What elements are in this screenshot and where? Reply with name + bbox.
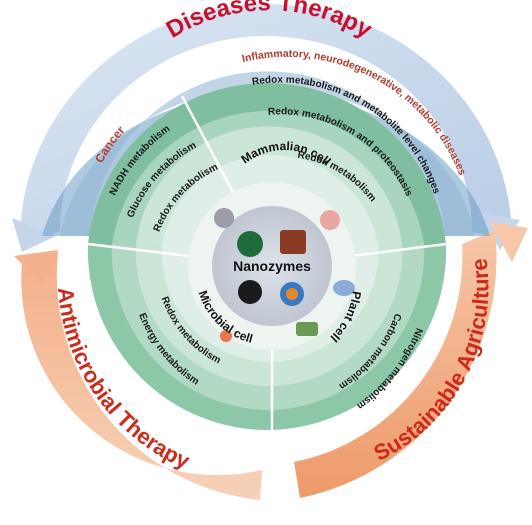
- mammalian-cell-icon-2: [320, 210, 340, 230]
- center-circle: Nanozymes: [212, 206, 332, 326]
- nanoparticle-dark-icon: [238, 280, 262, 304]
- nanoparticle-green-icon: [237, 231, 263, 257]
- microbe-icon: [220, 330, 232, 342]
- nanocube-red-icon: [280, 230, 306, 254]
- outer-band-orange-left: [14, 250, 263, 500]
- plant-cell-icon: [333, 280, 355, 296]
- mammalian-cell-icon: [214, 208, 234, 228]
- diseases-arrowhead-left: [12, 218, 56, 252]
- outer-band-orange-right: [294, 222, 528, 498]
- cell-illustrations: [214, 208, 355, 342]
- center-label: Nanozymes: [233, 258, 311, 274]
- plant-leaf-icon: [296, 322, 318, 336]
